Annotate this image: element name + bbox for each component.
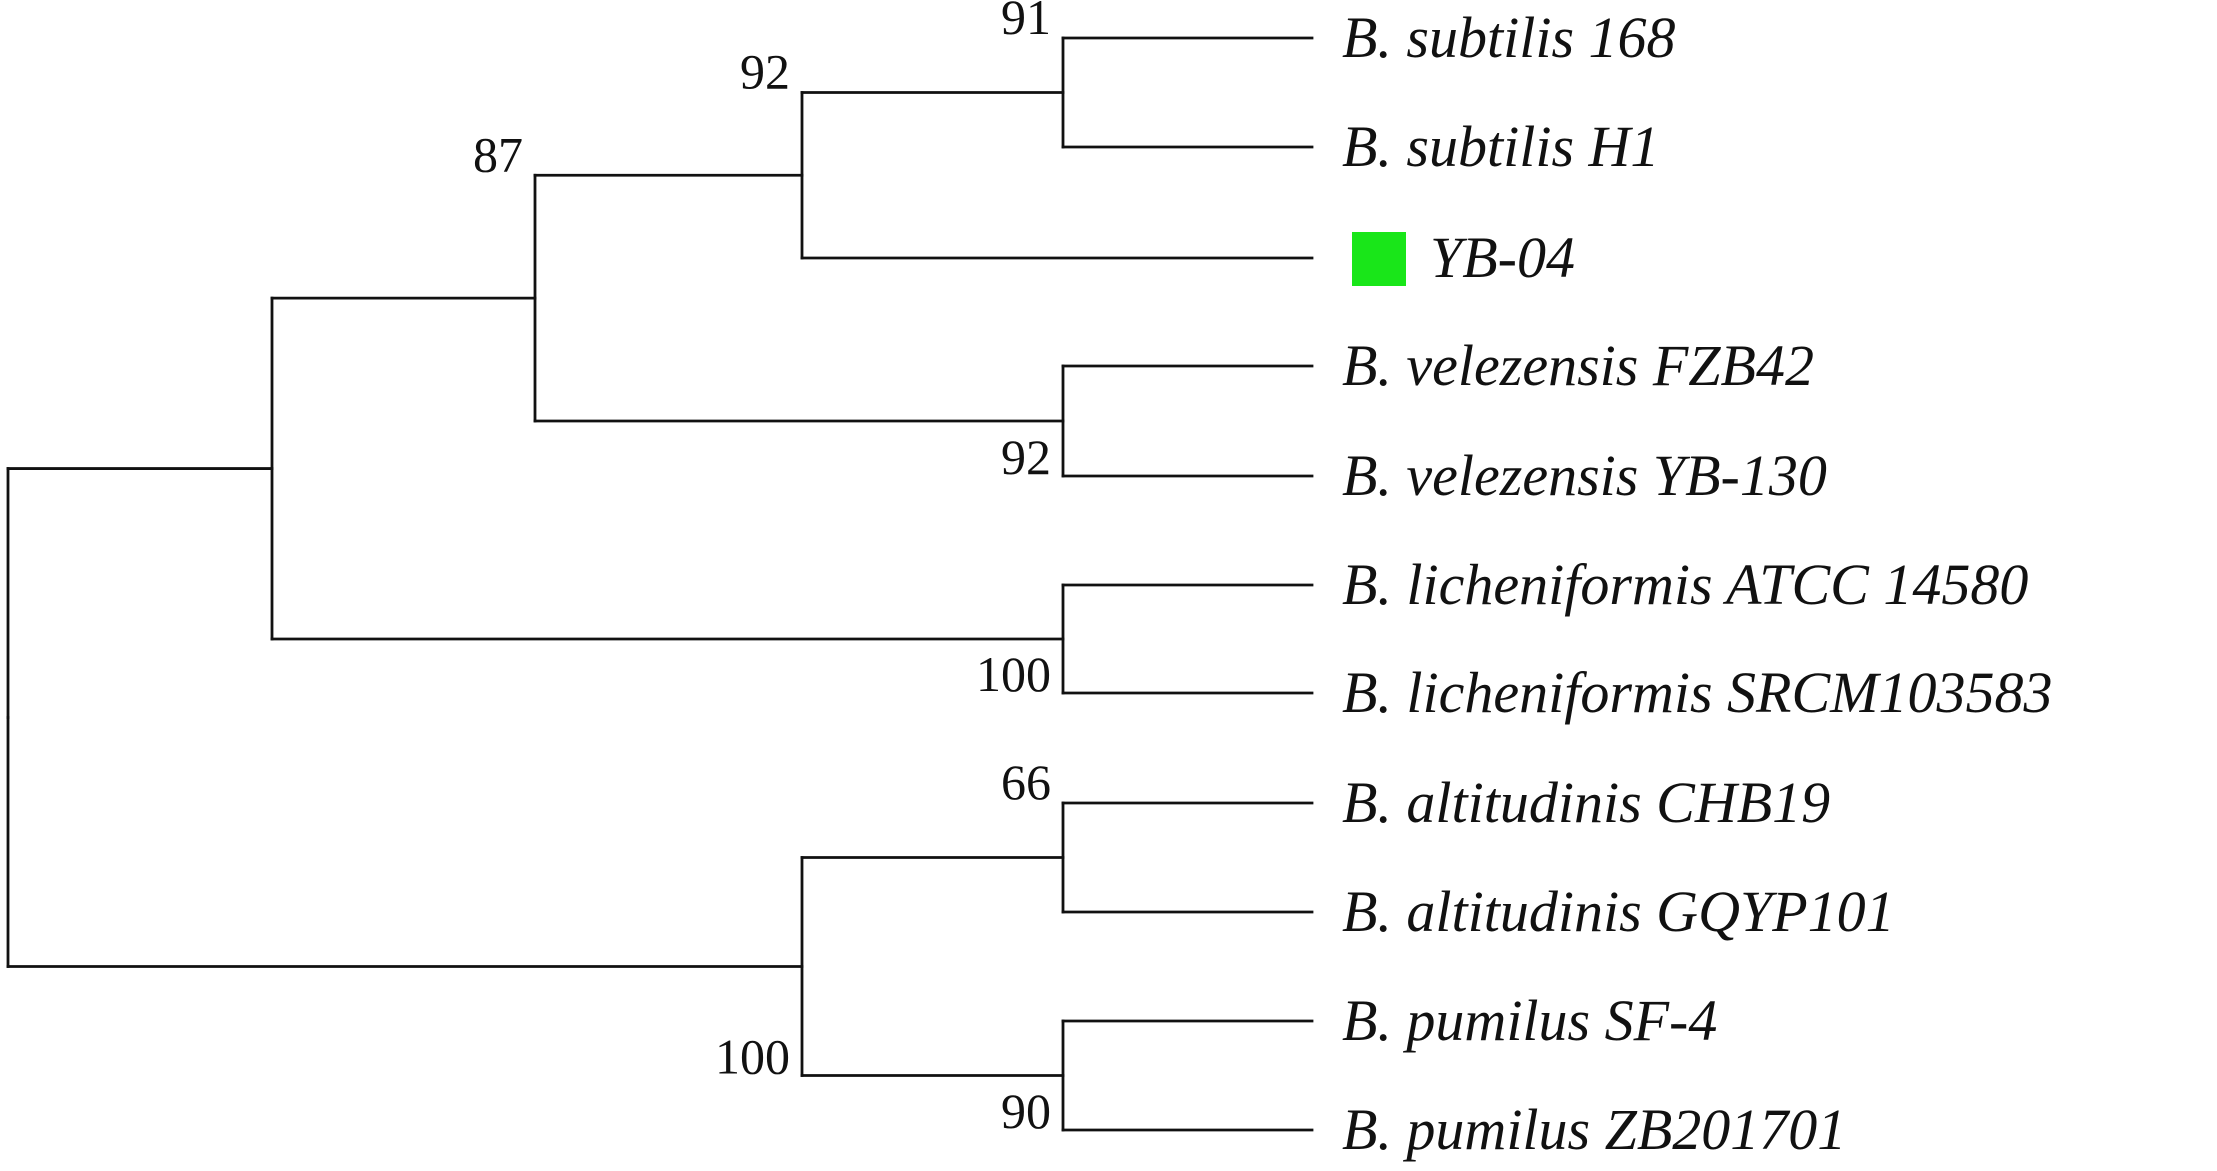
taxon-label-pumilusZB201701: B. pumilus ZB201701 [1342,1097,1846,1162]
support-value-n_subtilis_yb04: 92 [740,44,790,100]
taxon-label-velezensisYB130: B. velezensis YB-130 [1342,443,1827,508]
taxon-label-licheniformisATCC: B. licheniformis ATCC 14580 [1342,552,2028,617]
taxon-label-velezensisFZB42: B. velezensis FZB42 [1342,333,1814,398]
support-value-n_subtilis: 91 [1001,0,1051,45]
taxon-label-pumilusSF4: B. pumilus SF-4 [1342,988,1717,1053]
support-value-n_lower: 100 [715,1029,790,1085]
support-value-n_pumilus: 90 [1001,1083,1051,1139]
tree-branches [6,36,1314,1132]
support-values: 91 92 92 87 100 66 90 100 [473,0,1051,1139]
taxon-label-subtilis168: B. subtilis 168 [1342,5,1676,70]
support-value-n_subtilis_velezensis: 87 [473,126,523,182]
highlight-marker-yb04 [1352,232,1406,286]
taxon-label-yb04: YB-04 [1430,225,1575,290]
taxon-label-altitudinisGQYP101: B. altitudinis GQYP101 [1342,879,1895,944]
taxon-labels: B. subtilis 168 B. subtilis H1 YB-04 B. vel… [1342,5,2052,1162]
taxon-label-subtilisH1: B. subtilis H1 [1342,114,1659,179]
support-value-n_licheniformis: 100 [976,646,1051,702]
support-value-n_velezensis: 92 [1001,429,1051,485]
taxon-label-licheniformisSRCM: B. licheniformis SRCM103583 [1342,660,2052,725]
support-value-n_altitudinis: 66 [1001,754,1051,810]
taxon-label-altitudinisCHB19: B. altitudinis CHB19 [1342,770,1830,835]
